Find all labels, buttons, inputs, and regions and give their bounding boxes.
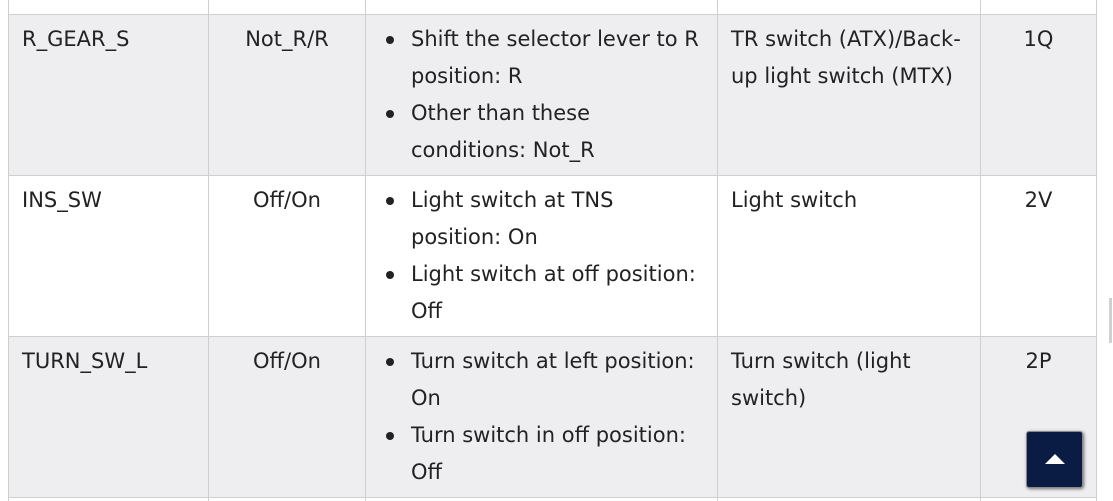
signal-conditions-cell: Shift the selector lever to R position: … <box>365 14 718 176</box>
signal-name-cell: INS_SW <box>8 175 209 337</box>
signal-name-cell: R_GEAR_S <box>8 14 209 176</box>
signal-values-cell: Off/On <box>208 336 366 498</box>
signal-name-cell: TURN_SW_L <box>8 336 209 498</box>
signal-values: Off/On <box>253 188 321 212</box>
condition-item: Light switch at TNS position: On <box>386 182 709 256</box>
condition-item: Other than these conditions: Not_R <box>386 95 709 169</box>
arrow-up-icon <box>1045 454 1065 464</box>
signal-pin-cell: 2V <box>980 175 1097 337</box>
condition-item: Shift the selector lever to R position: … <box>386 21 709 95</box>
scrollbar-thumb[interactable] <box>1109 298 1112 343</box>
signal-table: R_GEAR_S Not_R/R Shift the selector leve… <box>8 0 1097 501</box>
condition-item: Turn switch in off position: Off <box>386 417 709 491</box>
signal-remark-cell: Light switch <box>717 175 981 337</box>
condition-item: Turn switch at left position: On <box>386 343 709 417</box>
back-to-top-button[interactable] <box>1026 431 1083 488</box>
signal-remark: TR switch (ATX)/Back-up light switch (MT… <box>731 27 961 88</box>
signal-table-container: R_GEAR_S Not_R/R Shift the selector leve… <box>8 0 1097 501</box>
signal-conditions-cell: Turn switch at left position: On Turn sw… <box>365 336 718 498</box>
signal-values: Off/On <box>253 349 321 373</box>
signal-values-cell: Not_R/R <box>208 14 366 176</box>
condition-item: Light switch at off position: Off <box>386 256 709 330</box>
signal-remark-cell: Turn switch (light switch) <box>717 336 981 498</box>
condition-list: Light switch at TNS position: On Light s… <box>366 176 717 330</box>
signal-pin-cell: 1Q <box>980 14 1097 176</box>
signal-remark-cell: TR switch (ATX)/Back-up light switch (MT… <box>717 14 981 176</box>
condition-list: Turn switch at left position: On Turn sw… <box>366 337 717 491</box>
condition-list: Shift the selector lever to R position: … <box>366 15 717 169</box>
signal-name: INS_SW <box>22 188 102 212</box>
signal-values-cell: Off/On <box>208 175 366 337</box>
signal-remark: Turn switch (light switch) <box>731 349 911 410</box>
signal-values: Not_R/R <box>245 27 329 51</box>
table-row-partial-bottom <box>8 497 1097 501</box>
table-row: TURN_SW_L Off/On Turn switch at left pos… <box>8 336 1097 498</box>
signal-name: R_GEAR_S <box>22 27 130 51</box>
signal-conditions-cell: Light switch at TNS position: On Light s… <box>365 175 718 337</box>
signal-pin: 2P <box>1025 349 1052 373</box>
signal-pin: 2V <box>1024 188 1053 212</box>
table-row: R_GEAR_S Not_R/R Shift the selector leve… <box>8 14 1097 176</box>
signal-pin: 1Q <box>1023 27 1054 51</box>
signal-remark: Light switch <box>731 188 858 212</box>
table-row: INS_SW Off/On Light switch at TNS positi… <box>8 175 1097 337</box>
signal-name: TURN_SW_L <box>22 349 148 373</box>
table-row-partial-top <box>8 0 1097 15</box>
